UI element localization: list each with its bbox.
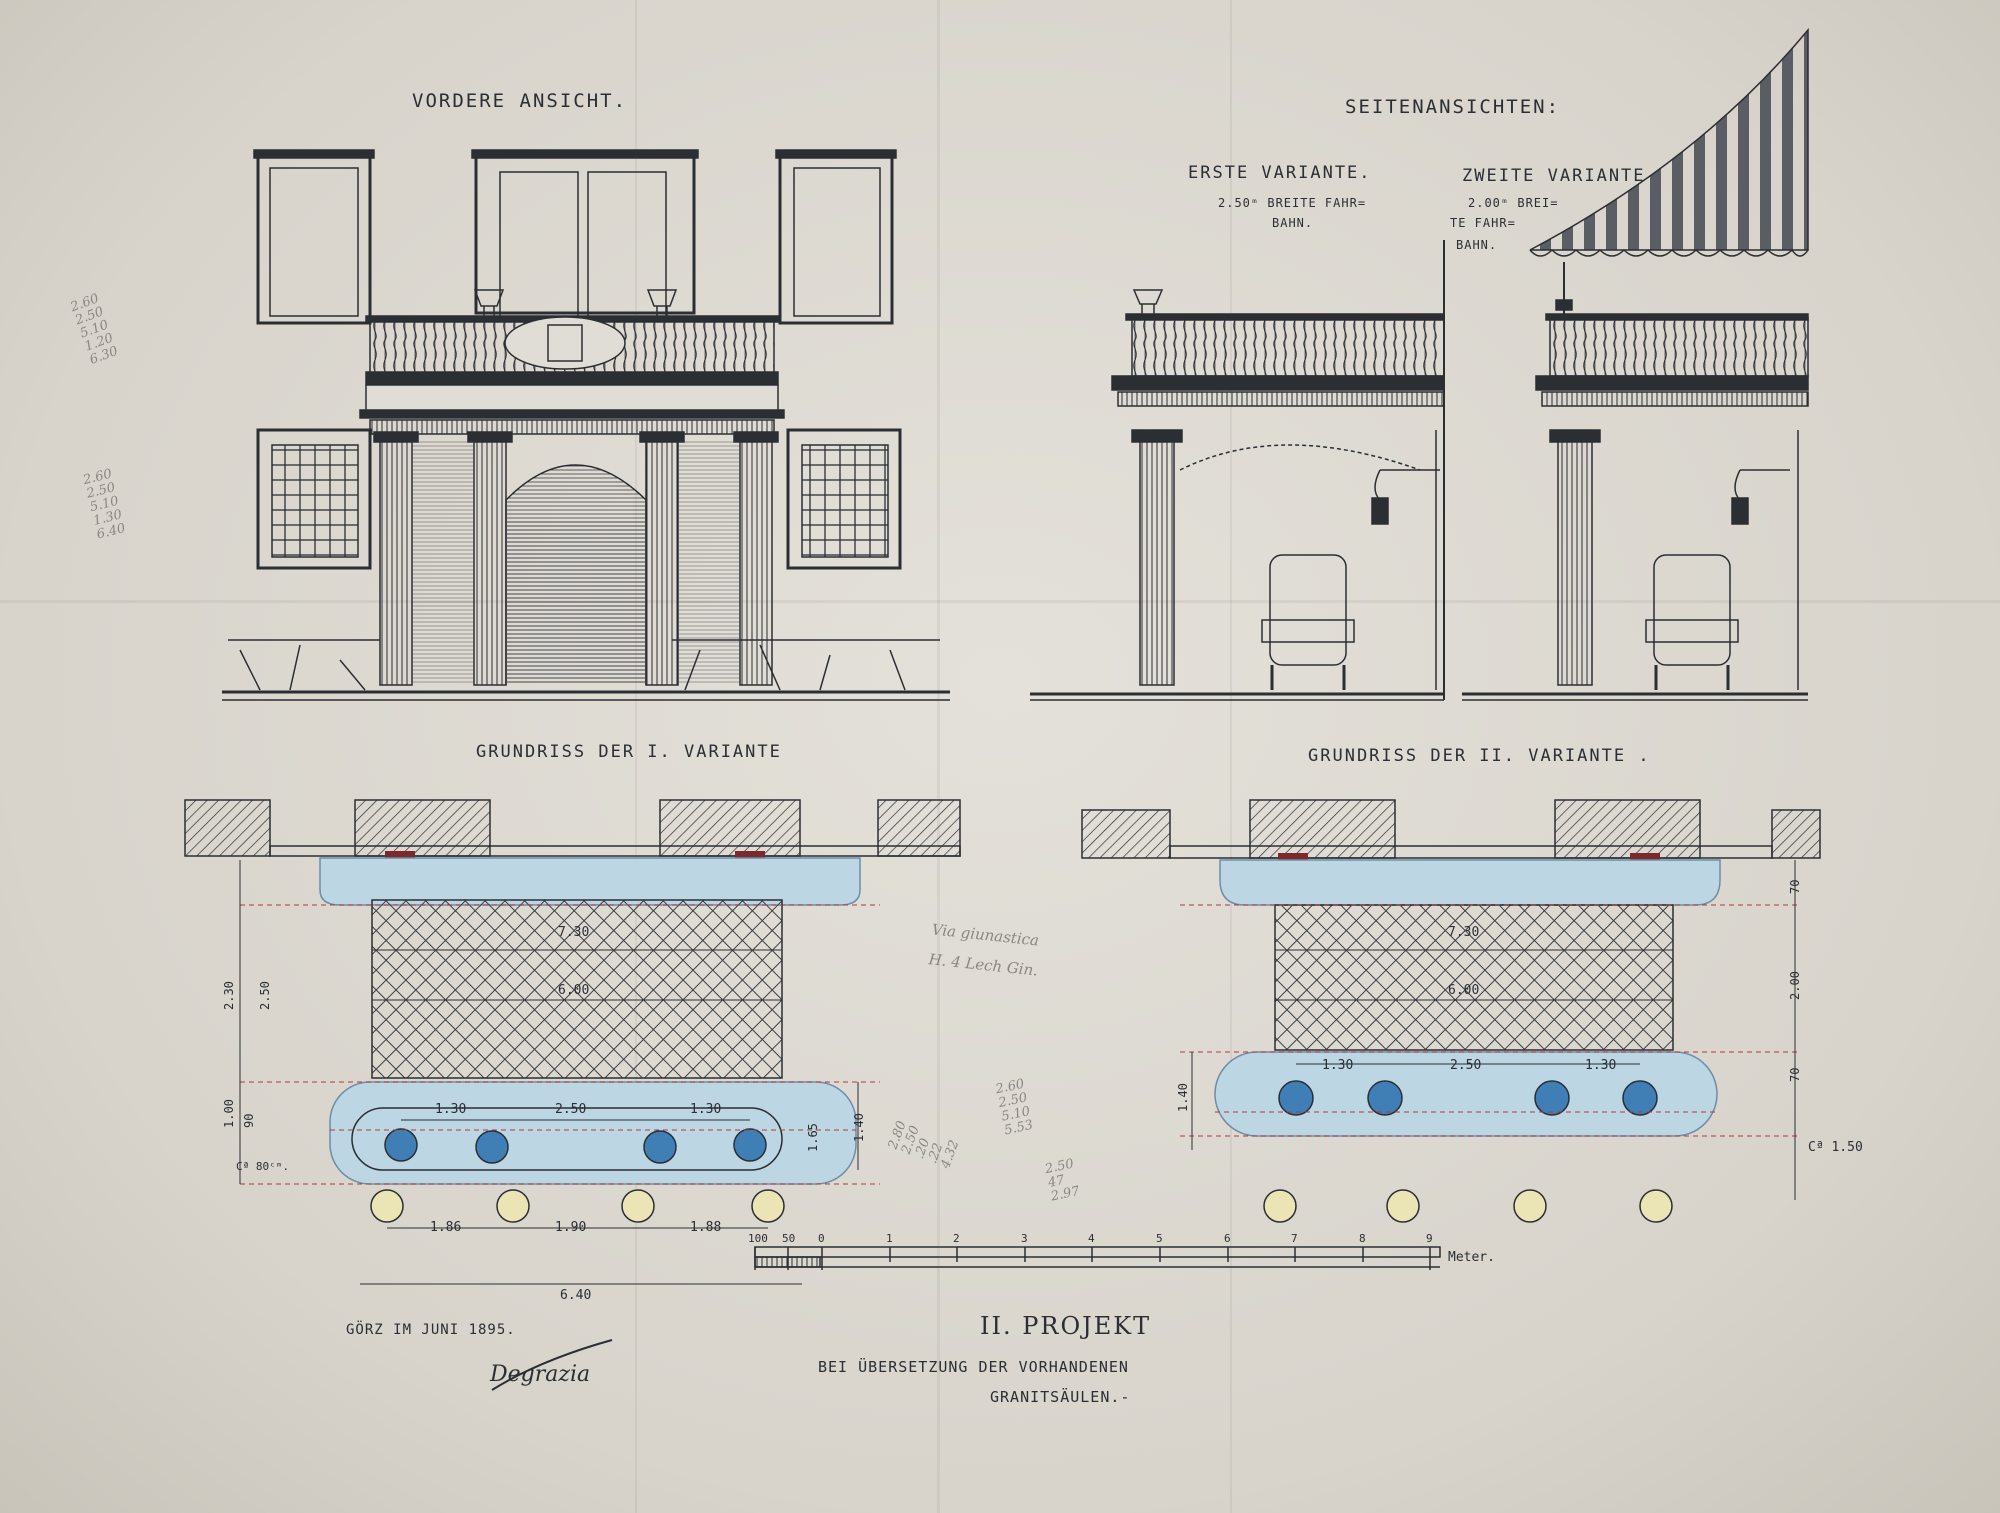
scale-label: 0: [818, 1232, 825, 1245]
plan-1-width-top: 7.30: [558, 925, 590, 940]
variant-2-note: 2.00ᵐ BREI=: [1468, 196, 1559, 210]
plan-2-title: GRUNDRISS DER II. VARIANTE .: [1308, 746, 1651, 766]
scale-label: 8: [1359, 1232, 1366, 1245]
scale-label: 100: [748, 1232, 768, 1245]
plan-2-spacing: 1.30: [1322, 1058, 1354, 1073]
plan-1-depth: Cª 80ᶜᵐ.: [236, 1160, 289, 1173]
plan-1-left-dim: 2.50: [258, 981, 272, 1010]
variant-1-note: 2.50ᵐ BREITE FAHR=: [1218, 196, 1367, 210]
plan-2-right-dim: 70: [1788, 879, 1802, 894]
plan-1-left-dim: 2.30: [222, 981, 236, 1010]
scale-label: 5: [1156, 1232, 1163, 1245]
scale-bar: [754, 1246, 1441, 1270]
place-date: GÖRZ IM JUNI 1895.: [346, 1322, 516, 1338]
plan-1-left-dim: 90: [242, 1113, 256, 1128]
plan-1-base-spacing: 1.90: [555, 1220, 587, 1235]
side-views-title: SEITENANSICHTEN:: [1345, 96, 1561, 118]
variant-1-title: ERSTE VARIANTE.: [1188, 163, 1372, 183]
plan-1-title: GRUNDRISS DER I. VARIANTE: [476, 742, 782, 762]
project-title: II. PROJEKT: [980, 1312, 1152, 1340]
plan-2-width-inner: 6.00: [1448, 983, 1480, 998]
plan-1-width-inner: 6.00: [558, 983, 590, 998]
signature: Degrazia: [490, 1362, 591, 1387]
signature-flourish: [491, 1339, 613, 1391]
plan-1-base-spacing: 1.86: [430, 1220, 462, 1235]
scale-label: 4: [1088, 1232, 1095, 1245]
plan-1-left-dim: 1.00: [222, 1099, 236, 1128]
plan-2-spacing: 1.30: [1585, 1058, 1617, 1073]
paper-fold: [1230, 0, 1232, 1513]
scale-label: 9: [1426, 1232, 1433, 1245]
plan-2-right-dim: Cª 1.50: [1808, 1140, 1863, 1155]
paper-fold: [937, 0, 940, 1513]
variant-2-title: ZWEITE VARIANTE: [1462, 166, 1646, 186]
variant-1-note: BAHN.: [1272, 216, 1314, 230]
plan-2-right-dim: 2.00: [1788, 971, 1802, 1000]
front-elevation: [222, 149, 950, 701]
plan-1-spacing: 2.50: [555, 1102, 587, 1117]
front-view-title: VORDERE ANSICHT.: [412, 90, 628, 112]
plan-1-overall: 6.40: [560, 1288, 592, 1303]
variant-2-note: TE FAHR=: [1450, 216, 1516, 230]
plan-1-right-dim: 1.40: [852, 1113, 866, 1142]
plan-2-spacing: 2.50: [1450, 1058, 1482, 1073]
paper-fold: [0, 600, 2000, 603]
plan-1-base-spacing: 1.88: [690, 1220, 722, 1235]
paper-fold: [635, 0, 637, 1513]
plan-2-left-dim: 1.40: [1176, 1083, 1190, 1112]
project-subtitle: GRANITSÄULEN.-: [990, 1388, 1131, 1406]
scale-label: 3: [1021, 1232, 1028, 1245]
scale-label: 6: [1224, 1232, 1231, 1245]
pencil-note: Via giunastica H. 4 Lech Gin.: [927, 920, 1040, 980]
floor-plan-variant-1: [184, 799, 961, 1285]
variant-2-note: BAHN.: [1456, 238, 1498, 252]
scale-label: 2: [953, 1232, 960, 1245]
scale-label: 7: [1291, 1232, 1298, 1245]
plan-1-spacing: 1.30: [690, 1102, 722, 1117]
scale-unit: Meter.: [1448, 1250, 1495, 1265]
plan-2-width-top: 7.30: [1448, 925, 1480, 940]
side-elevation-variant-1: [1030, 240, 1445, 701]
project-subtitle: BEI ÜBERSETZUNG DER VORHANDENEN: [818, 1358, 1129, 1376]
plan-1-spacing: 1.30: [435, 1102, 467, 1117]
scale-label: 1: [886, 1232, 893, 1245]
plan-2-right-dim: 70: [1788, 1067, 1802, 1082]
floor-plan-variant-2: [1081, 799, 1821, 1223]
side-elevation-variant-2: [1462, 27, 1809, 701]
plan-1-right-dim: 1.65: [806, 1123, 820, 1152]
scale-label: 50: [782, 1232, 796, 1245]
